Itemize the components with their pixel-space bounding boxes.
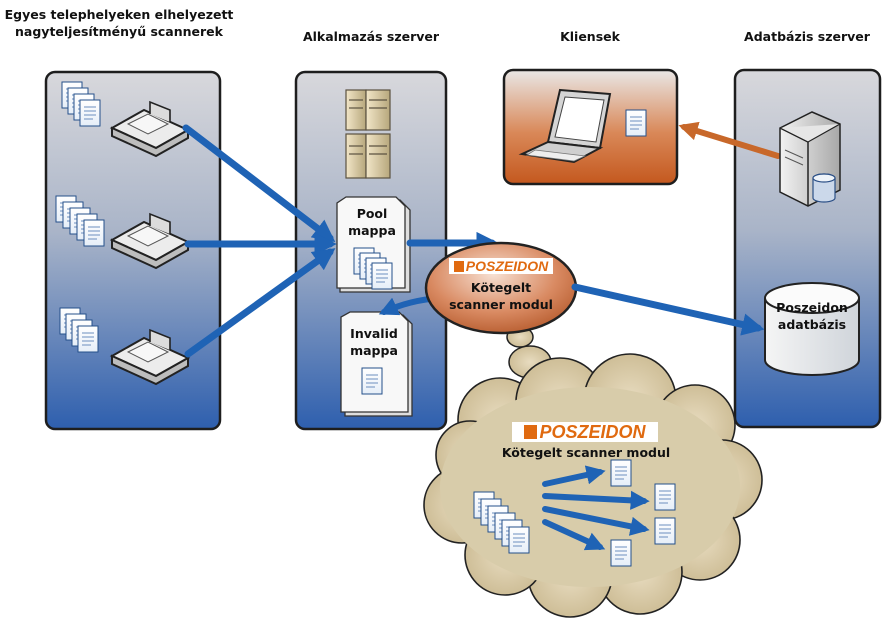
cloud-label: Kötegelt scanner modul	[501, 445, 671, 460]
poszeidon-database-cylinder	[764, 282, 860, 376]
client-document-icon	[625, 109, 647, 137]
laptop-icon	[518, 88, 612, 164]
invalid-folder-label: Invalid mappa	[350, 326, 398, 358]
cloud-logo: POSZEIDON	[512, 422, 658, 442]
scanner-to-pool-arrows	[182, 124, 337, 358]
module-to-db-arrow	[571, 283, 765, 336]
clients-header: Kliensek	[560, 29, 620, 44]
module-logo: POSZEIDON	[449, 258, 553, 274]
db-server-header: Adatbázis szerver	[744, 29, 870, 44]
scanners-header: Egyes telephelyeken elhelyezett nagytelj…	[4, 7, 234, 39]
module-label: Kötegelt scanner modul	[449, 280, 553, 312]
invalid-folder	[340, 311, 413, 417]
cloud-split-arrows	[542, 465, 650, 551]
db-tower-server-icon	[779, 111, 841, 207]
database-label: Poszeidon adatbázis	[776, 300, 848, 332]
server-rack-icon	[345, 89, 391, 179]
db-to-client-arrow	[678, 121, 781, 159]
app-server-header: Alkalmazás szerver	[302, 29, 440, 44]
pool-folder	[336, 196, 411, 293]
pool-folder-label: Pool mappa	[348, 206, 396, 238]
cloud-fill	[440, 387, 740, 587]
